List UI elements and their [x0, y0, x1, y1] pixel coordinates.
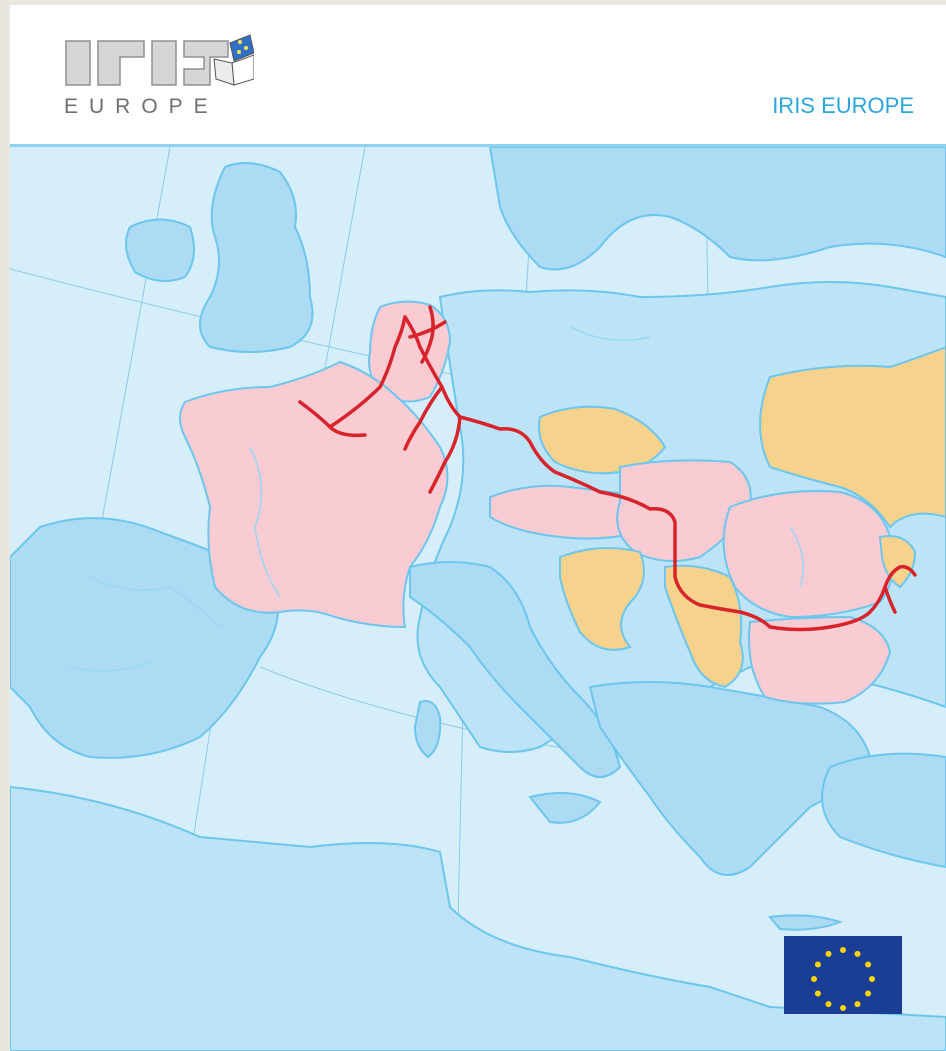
- balkans: [588, 681, 872, 876]
- eu-flag: [784, 936, 902, 1014]
- ireland: [125, 218, 195, 282]
- ukraine: [759, 345, 946, 529]
- iberia: [10, 517, 279, 759]
- africa: [10, 785, 946, 1051]
- scandinavia: [488, 147, 946, 271]
- poster: EUROPE IRIS EUROPE: [10, 5, 946, 1051]
- romania: [722, 490, 895, 619]
- france: [179, 360, 449, 629]
- crete: [768, 914, 843, 931]
- header-title: IRIS EUROPE: [772, 93, 914, 118]
- benelux: [368, 300, 452, 403]
- bulgaria: [748, 615, 892, 705]
- sicily: [528, 792, 602, 824]
- sardinia: [413, 700, 442, 759]
- logo-subtitle: EUROPE: [64, 95, 219, 118]
- map-svg: [10, 147, 946, 1051]
- rivers: [69, 326, 805, 672]
- rail-routes: [298, 305, 917, 632]
- turkey: [821, 752, 946, 869]
- croatia: [559, 547, 645, 651]
- italy: [409, 561, 622, 778]
- iris-logo-icon: [65, 34, 254, 86]
- header: EUROPE IRIS EUROPE: [10, 5, 946, 147]
- great-britain: [199, 162, 314, 353]
- iris-logo[interactable]: EUROPE: [64, 33, 254, 123]
- europe-map: [10, 147, 946, 1051]
- moldova: [878, 535, 917, 589]
- eu-flag-icon: [784, 936, 902, 1014]
